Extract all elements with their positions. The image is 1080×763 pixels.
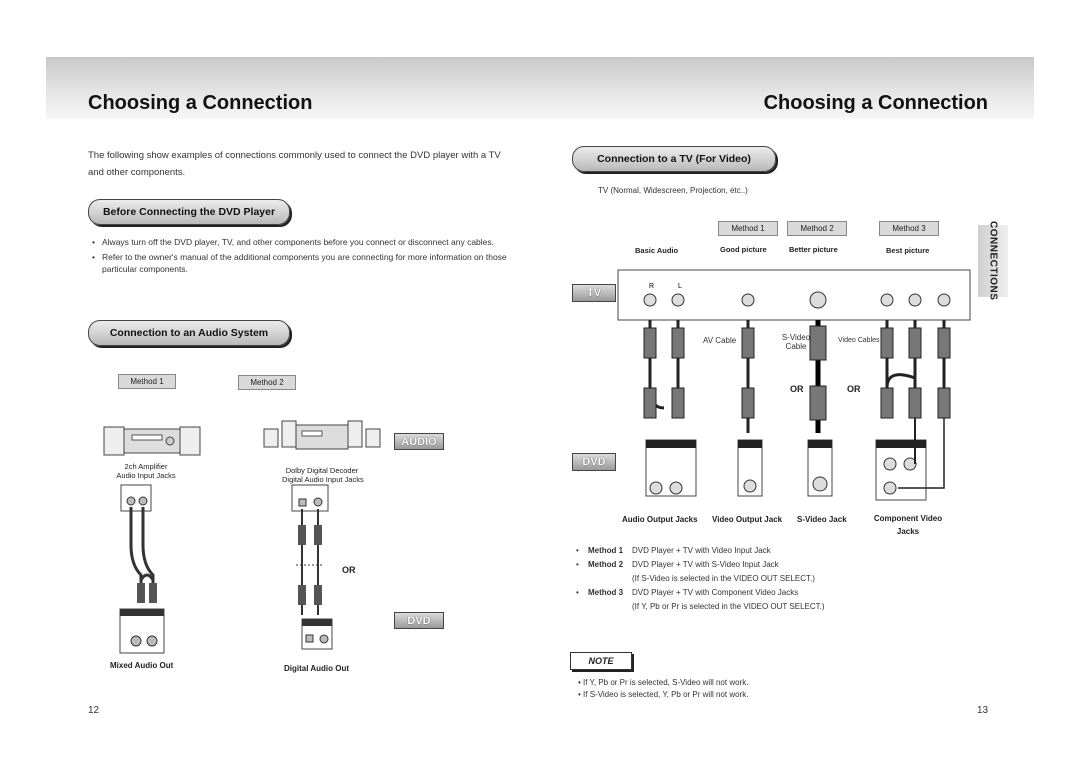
dvd-component-panel bbox=[875, 439, 927, 501]
best-picture-label: Best picture bbox=[886, 246, 930, 255]
audio-system-heading: Connection to an Audio System bbox=[88, 320, 290, 346]
audio-connection-diagram bbox=[103, 420, 381, 654]
audio-output-jacks-label: Audio Output Jacks bbox=[622, 515, 698, 524]
header-banner bbox=[46, 57, 1034, 119]
precaution-list: Always turn off the DVD player, TV, and … bbox=[92, 236, 512, 278]
list-item: • If Y, Pb or Pr is selected, S-Video wi… bbox=[578, 678, 749, 687]
list-item: (If Y, Pb or Pr is selected in the VIDEO… bbox=[632, 602, 825, 611]
video-output-jack-label: Video Output Jack bbox=[712, 515, 783, 524]
or-label-1: OR bbox=[790, 384, 804, 394]
list-item: • If S-Video is selected, Y, Pb or Pr wi… bbox=[578, 690, 749, 699]
dvd-tag-right: DVD bbox=[572, 453, 616, 471]
before-connecting-heading: Before Connecting the DVD Player bbox=[88, 199, 290, 225]
better-picture-label: Better picture bbox=[789, 245, 838, 254]
tv-types-text: TV (Normal, Widescreen, Projection, etc.… bbox=[598, 186, 748, 195]
connections-side-tab: CONNECTIONS bbox=[978, 221, 1008, 301]
page-title-left: Choosing a Connection bbox=[88, 92, 313, 114]
av-cable-label: AV Cable bbox=[703, 336, 737, 345]
component-video-jacks-label: Component Video Jacks bbox=[873, 514, 943, 536]
method-2-label: Method 2 bbox=[238, 375, 296, 390]
note-list: • If Y, Pb or Pr is selected, S-Video wi… bbox=[578, 677, 748, 701]
tv-connection-diagram: R L bbox=[617, 269, 971, 501]
list-item: (If S-Video is selected in the VIDEO OUT… bbox=[632, 574, 815, 583]
audio-tag: AUDIO bbox=[394, 433, 444, 450]
svideo-jack-label: S-Video Jack bbox=[797, 515, 847, 524]
amplifier-label: 2ch Amplifier Audio Input Jacks bbox=[116, 462, 176, 480]
page-title-right: Choosing a Connection bbox=[763, 92, 988, 114]
svg-text:R: R bbox=[649, 283, 654, 290]
amplifier-illustration bbox=[103, 426, 201, 456]
basic-audio-label: Basic Audio bbox=[635, 246, 679, 255]
good-picture-label: Good picture bbox=[720, 245, 767, 254]
page-number-right: 13 bbox=[977, 705, 989, 716]
method-1-label: Method 1 bbox=[118, 374, 176, 389]
video-cables-label: Video Cables bbox=[838, 337, 880, 344]
dvd-tag-left: DVD bbox=[394, 612, 444, 629]
or-label-2: OR bbox=[847, 384, 861, 394]
method-1-box: Method 1 bbox=[718, 221, 778, 236]
tv-connection-heading: Connection to a TV (For Video) bbox=[572, 146, 776, 172]
mixed-audio-out-label: Mixed Audio Out bbox=[110, 661, 174, 670]
method-3-box: Method 3 bbox=[879, 221, 939, 236]
svg-text:L: L bbox=[678, 283, 682, 290]
amp-jack-panel bbox=[120, 484, 152, 512]
list-item: Always turn off the DVD player, TV, and … bbox=[92, 236, 512, 248]
or-label-left: OR bbox=[342, 565, 356, 575]
digital-audio-out-label: Digital Audio Out bbox=[284, 664, 350, 673]
page-number-left: 12 bbox=[88, 705, 100, 716]
dvd-svideo-panel bbox=[807, 439, 833, 497]
method-2-box: Method 2 bbox=[787, 221, 847, 236]
decoder-illustration bbox=[263, 420, 381, 450]
note-label: NOTE bbox=[570, 652, 632, 670]
list-item: Refer to the owner's manual of the addit… bbox=[92, 251, 512, 275]
intro-text: The following show examples of connectio… bbox=[88, 150, 501, 178]
svideo-cable-label: S-Video Cable bbox=[781, 333, 811, 351]
tv-tag: TV bbox=[572, 284, 616, 302]
decoder-jack-panel bbox=[291, 484, 329, 512]
decoder-label: Dolby Digital Decoder Digital Audio Inpu… bbox=[282, 466, 364, 484]
